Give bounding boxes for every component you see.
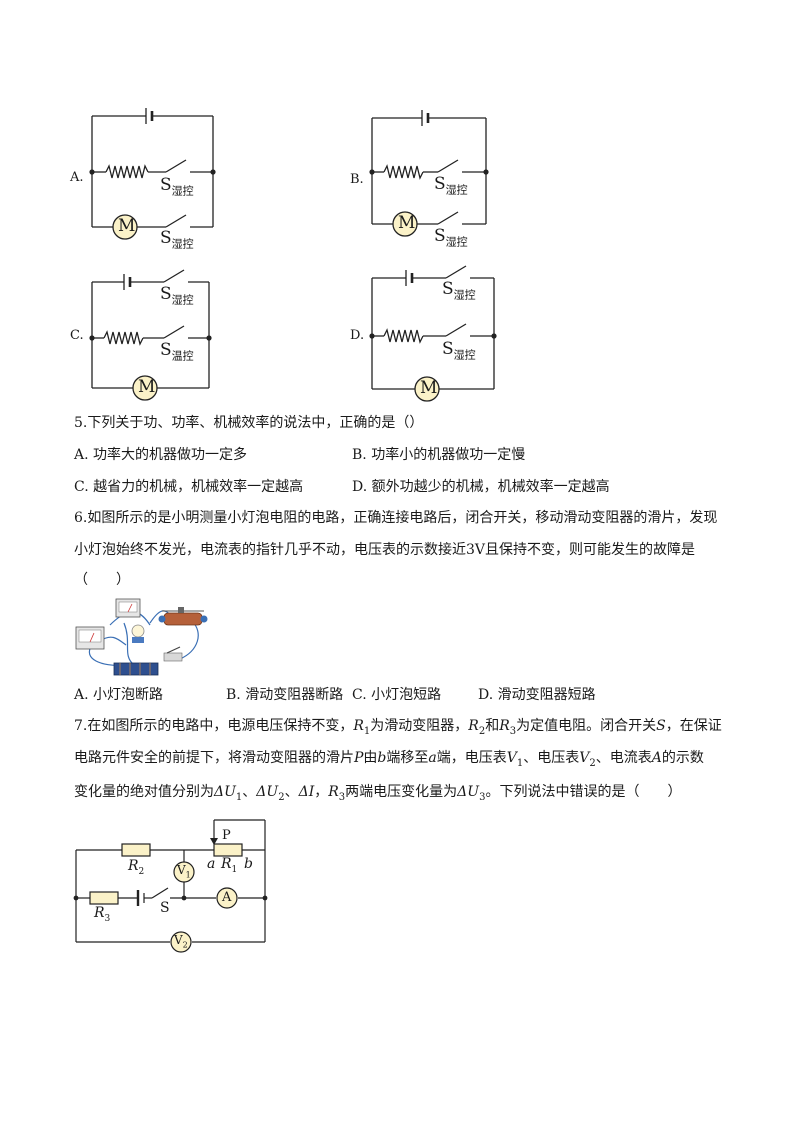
switch-label-a2: S湿控 — [160, 228, 194, 251]
q5-option-c: C. 越省力的机械，机械效率一定越高 — [74, 479, 304, 495]
q6-line-2: 小灯泡始终不发光，电流表的指针几乎不动，电压表的示数接近3V且保持不变，则可能发… — [74, 542, 696, 558]
q5-stem: 5.下列关于功、功率、机械效率的说法中，正确的是（） — [74, 415, 424, 431]
q7-circuit-svg — [73, 819, 268, 953]
q6-apparatus-illustration — [75, 598, 208, 676]
motor-icon — [132, 375, 158, 401]
motor-icon — [414, 376, 440, 402]
label-a-meter: A — [222, 890, 232, 905]
q5-option-a: A. 功率大的机器做功一定多 — [74, 447, 248, 463]
circuit-diagram-d — [369, 265, 497, 402]
switch-label-a1: S湿控 — [160, 175, 194, 198]
option-c-label: C. — [70, 328, 84, 343]
switch-label-d2: S湿控 — [442, 339, 476, 362]
q6-line-1: 6.如图所示的是小明测量小灯泡电阻的电路，正确连接电路后，闭合开关，移动滑动变阻… — [74, 510, 718, 526]
switch-label-c1: S湿控 — [160, 284, 194, 307]
resistor-r1 — [213, 843, 243, 857]
label-r2: R2 — [128, 858, 145, 877]
q7-circuit-diagram: P a R1 b R2 R3 S V1 A V2 — [60, 812, 280, 953]
ammeter-icon — [216, 887, 238, 909]
label-a: a — [207, 856, 216, 872]
option-d-label: D. — [350, 328, 365, 343]
switch-label-b2: S湿控 — [434, 226, 468, 249]
voltmeter-v1-icon — [173, 861, 195, 883]
q4-option-b: B. M S湿控 S湿控 — [350, 102, 530, 262]
q4-option-a: A. M S湿控 S湿控 — [70, 100, 250, 260]
option-a-label: A. — [70, 170, 84, 185]
circuit-diagram-b — [369, 110, 489, 237]
label-v2: V2 — [174, 933, 188, 950]
label-v1: V1 — [177, 863, 191, 880]
q6-line-3: （ ） — [74, 572, 130, 588]
motor-icon — [112, 214, 138, 240]
motor-label-d: M — [420, 378, 438, 398]
label-b: b — [244, 856, 253, 872]
option-b-label: B. — [350, 172, 364, 187]
motor-label-a: M — [118, 216, 136, 236]
motor-label-c: M — [138, 377, 156, 397]
q7-line-2: 电路元件安全的前提下，将滑动变阻器的滑片P由b端移至a端，电压表V1、电压表V2… — [74, 750, 704, 769]
circuit-diagram-c — [89, 269, 212, 401]
q4-option-d: D. M S湿控 S湿控 — [350, 262, 530, 412]
label-r3: R3 — [94, 905, 111, 924]
motor-label-b: M — [398, 213, 416, 233]
q4-option-c: C. M S湿控 S温控 — [70, 264, 250, 414]
circuit-diagram-a — [89, 108, 216, 240]
resistor-r3 — [89, 891, 119, 905]
switch-label-c2: S温控 — [160, 340, 194, 363]
q6-option-a: A. 小灯泡断路 — [74, 687, 164, 703]
label-p: P — [222, 828, 231, 843]
voltmeter-v2-icon — [170, 931, 192, 953]
q6-option-d: D. 滑动变阻器短路 — [478, 687, 596, 703]
q5-option-b: B. 功率小的机器做功一定慢 — [352, 447, 526, 463]
q7-line-1: 7.在如图所示的电路中，电源电压保持不变，R1为滑动变阻器，R2和R3为定值电阻… — [74, 718, 722, 737]
resistor-r2 — [121, 843, 151, 857]
motor-icon — [392, 211, 418, 237]
q5-option-d: D. 额外功越少的机械，机械效率一定越高 — [352, 479, 610, 495]
q6-option-b: B. 滑动变阻器断路 — [226, 687, 344, 703]
q7-line-3: 变化量的绝对值分别为ΔU1、ΔU2、ΔI，R3两端电压变化量为ΔU3。下列说法中… — [74, 784, 682, 803]
switch-label-d1: S湿控 — [442, 279, 476, 302]
q6-option-c: C. 小灯泡短路 — [352, 687, 442, 703]
label-s: S — [160, 900, 170, 916]
switch-label-b1: S湿控 — [434, 174, 468, 197]
label-r1: R1 — [221, 856, 238, 875]
